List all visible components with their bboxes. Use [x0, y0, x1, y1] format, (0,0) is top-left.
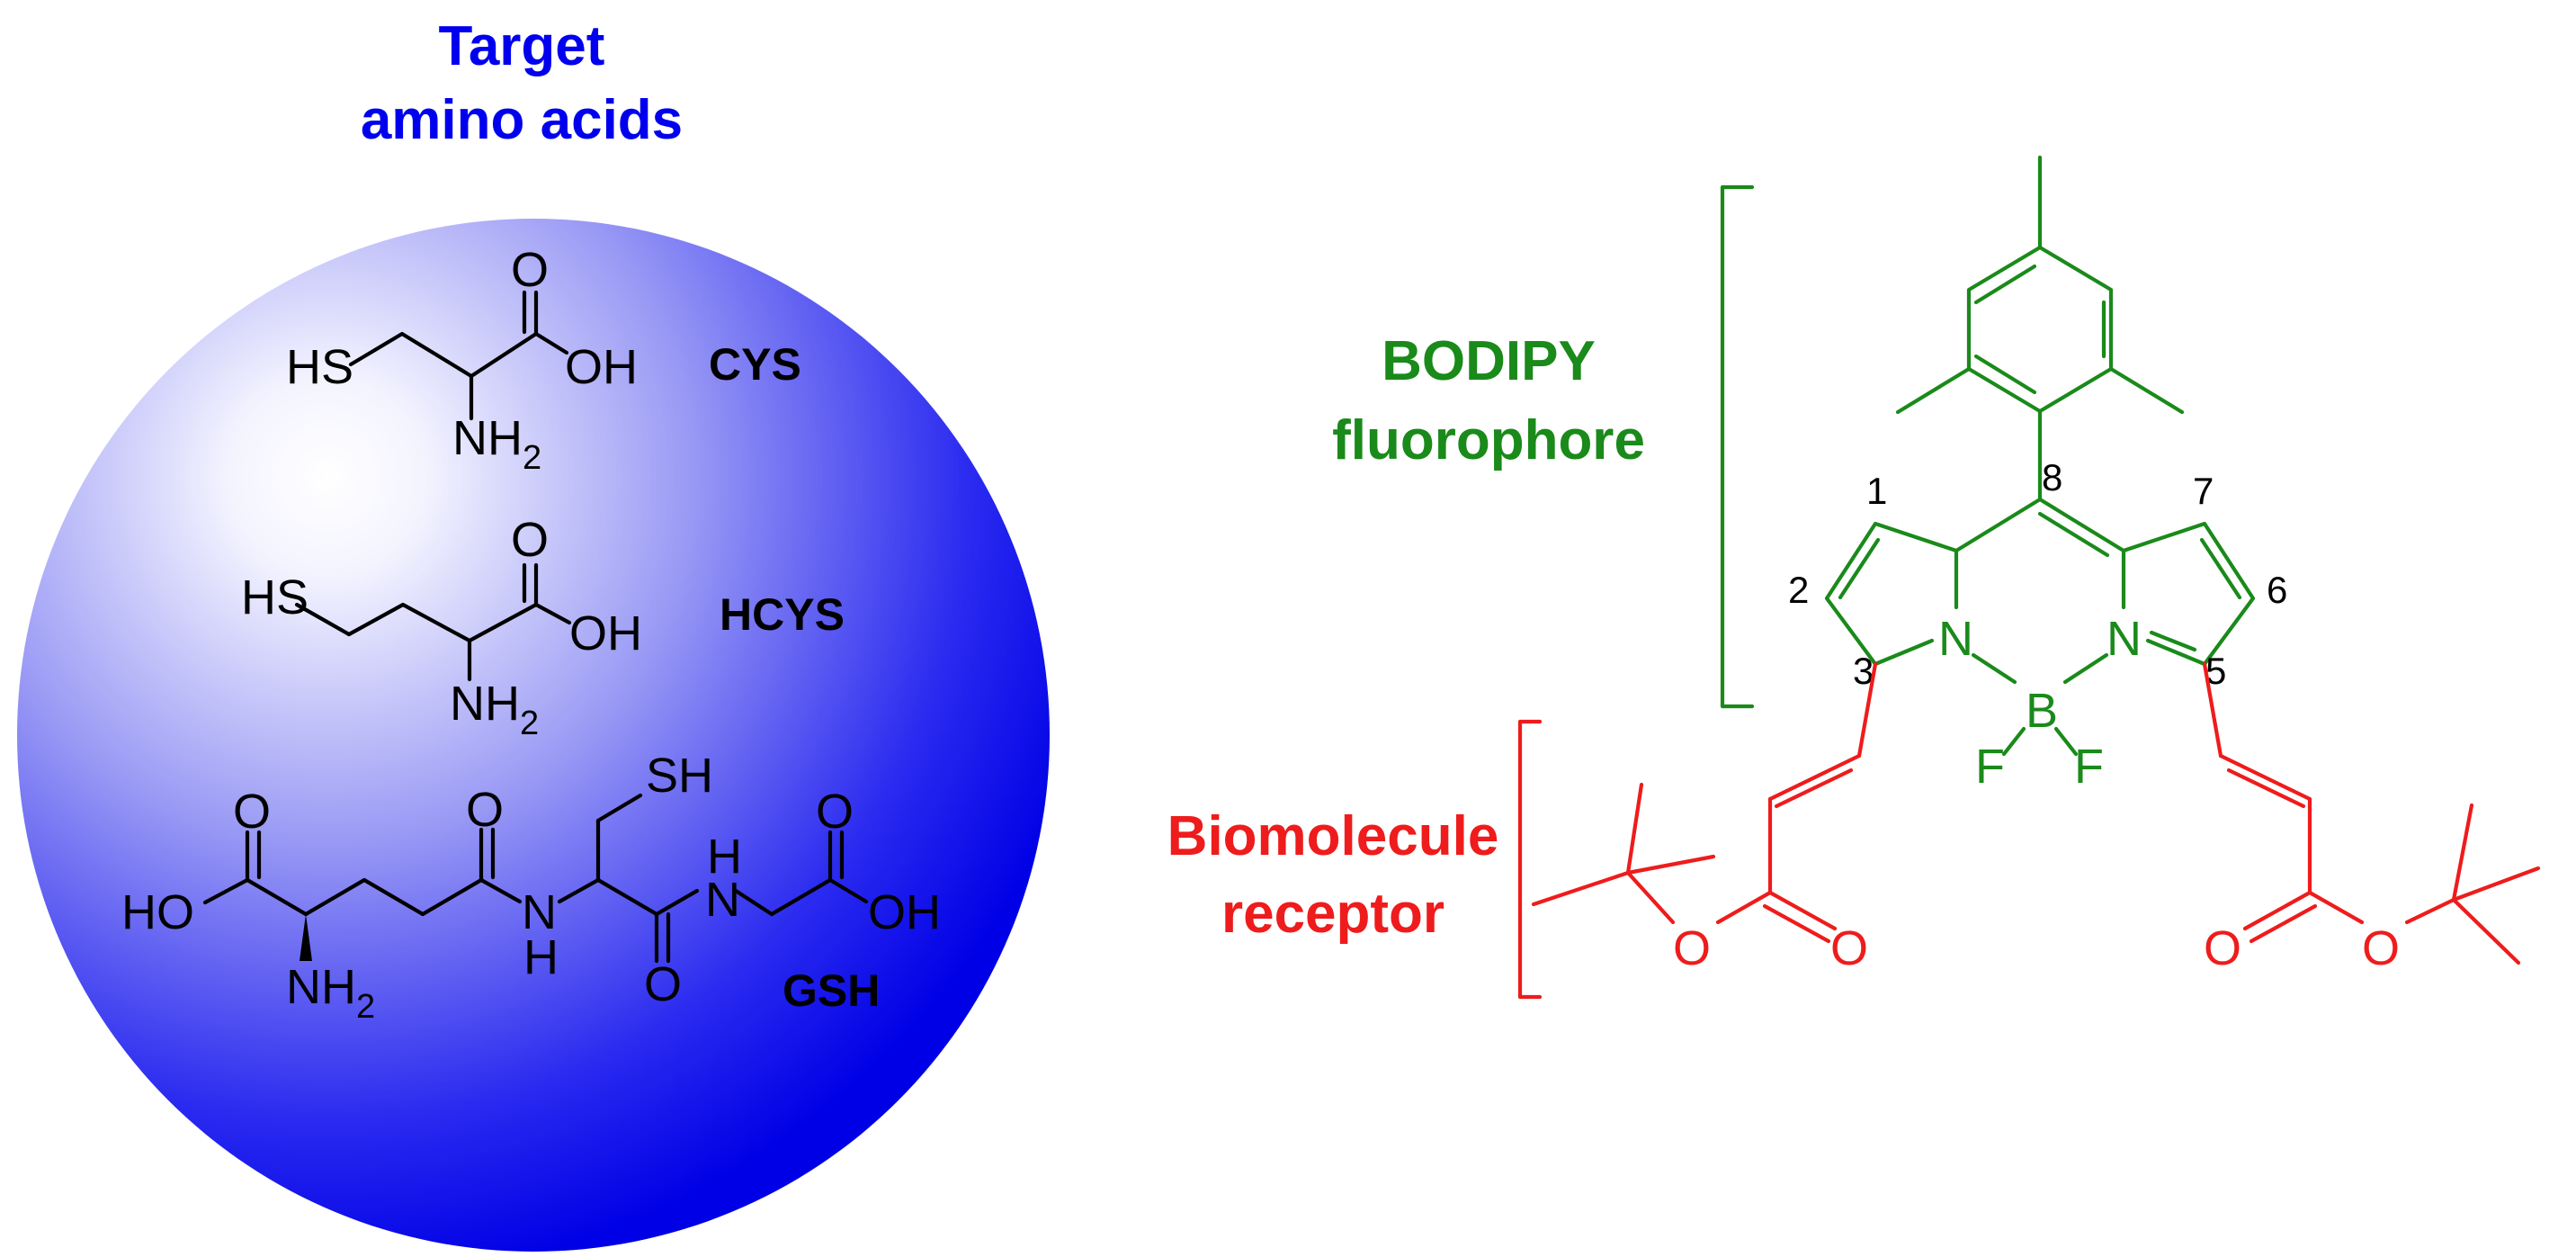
- gsh-carbonyl-o-3: O: [644, 957, 682, 1011]
- position-7: 7: [2193, 470, 2214, 512]
- bodipy-f-right: F: [2074, 740, 2104, 794]
- hcys-structure: HS O OH NH2 HCYS: [241, 513, 845, 742]
- cys-name: CYS: [709, 339, 801, 390]
- receptor-label-line2: receptor: [1221, 883, 1445, 945]
- cys-acid: OH: [565, 340, 638, 394]
- bodipy-label-line2: fluorophore: [1332, 409, 1645, 471]
- hcys-name: HCYS: [720, 589, 845, 640]
- gsh-carbonyl-o-2: O: [466, 783, 504, 837]
- gsh-wedge-bond: [300, 914, 312, 961]
- left-carbonyl-o: O: [1830, 921, 1868, 975]
- bodipy-n-right: N: [2106, 612, 2142, 666]
- hcys-acid: OH: [569, 606, 642, 660]
- gsh-acid-right: OH: [868, 885, 941, 939]
- gsh-name: GSH: [783, 965, 880, 1016]
- hcys-thiol: HS: [241, 570, 309, 624]
- cys-carbonyl-o: O: [511, 243, 549, 297]
- position-3: 3: [1853, 650, 1874, 692]
- bodipy-n-left: N: [1938, 612, 1973, 666]
- right-carbonyl-o: O: [2204, 921, 2241, 975]
- cys-structure: HS O OH NH2 CYS: [286, 243, 801, 477]
- hcys-carbonyl-o: O: [511, 513, 549, 567]
- receptor-arms: O O O O: [1531, 661, 2541, 975]
- position-1: 1: [1866, 470, 1887, 512]
- position-5: 5: [2205, 650, 2226, 692]
- gsh-thiol: SH: [646, 749, 713, 803]
- gsh-acid-left: HO: [121, 885, 194, 939]
- gsh-amine: NH2: [286, 960, 375, 1026]
- cys-amine: NH2: [452, 411, 541, 477]
- cys-thiol: HS: [286, 340, 353, 394]
- target-sphere: [17, 219, 1050, 1252]
- bodipy-f-left: F: [1975, 740, 2005, 794]
- bodipy-label-line1: BODIPY: [1382, 330, 1596, 392]
- gsh-carbonyl-o-1: O: [233, 785, 271, 839]
- bodipy-core: N N B F F 1 2 3 5 6 7 8: [1788, 155, 2287, 794]
- left-ester-o: O: [1673, 921, 1711, 975]
- target-title-line2: amino acids: [361, 89, 683, 151]
- position-2: 2: [1788, 569, 1809, 611]
- receptor-bracket: [1517, 719, 1543, 1000]
- position-8: 8: [2042, 456, 2062, 498]
- bodipy-b: B: [2026, 684, 2058, 738]
- bodipy-bracket: [1720, 184, 1755, 709]
- position-6: 6: [2267, 569, 2287, 611]
- target-title-line1: Target: [439, 15, 605, 77]
- right-ester-o: O: [2362, 921, 2400, 975]
- hcys-amine: NH2: [450, 677, 539, 742]
- gsh-carbonyl-o-4: O: [816, 785, 854, 839]
- receptor-label-line1: Biomolecule: [1167, 805, 1499, 867]
